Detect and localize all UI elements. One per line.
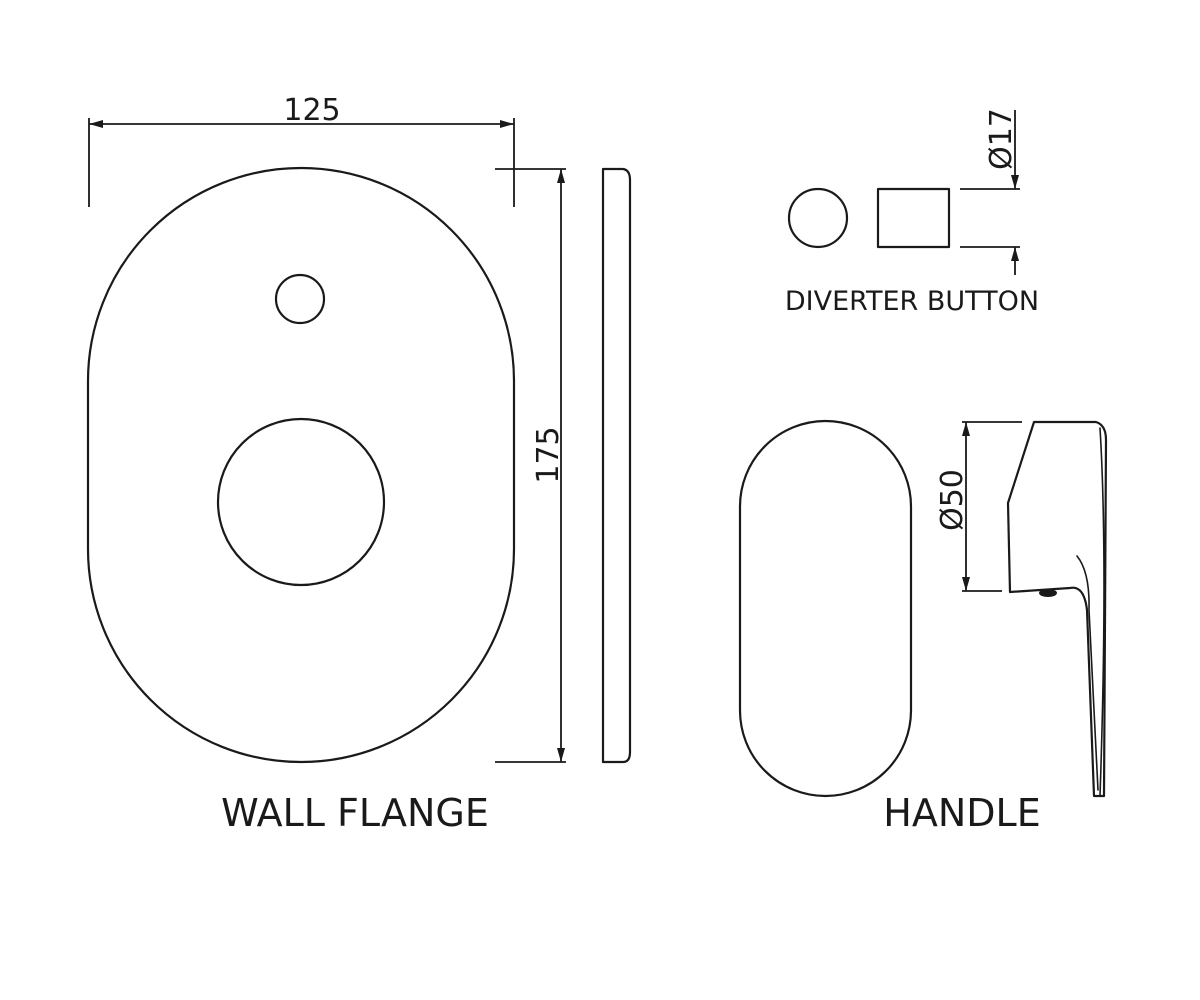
diverter-button-views [787,187,951,249]
button-arrow-top [1011,175,1019,189]
handle-lever-edge [1099,427,1105,797]
handle-hole [216,417,386,587]
handle-diameter-dimension: Ø50 [935,421,1022,592]
button-arrow-bottom [1011,247,1019,261]
wall-flange-label: WALL FLANGE [221,791,489,835]
flange-height-dimension: 175 [495,168,566,763]
handle-lever-inner-curve [1076,555,1099,791]
wall-flange-front-view [86,166,516,764]
diverter-button-front [787,187,849,249]
flange-height-label: 175 [531,426,566,483]
diverter-hole [274,273,326,325]
height-arrow-top [557,169,565,183]
diverter-button-side [876,187,951,249]
handle-pivot [1039,589,1057,597]
diverter-button-label: DIVERTER BUTTON [785,286,1039,317]
flange-width-dimension: 125 [88,93,515,207]
handle-side-view [1006,420,1108,798]
wall-flange-outline [86,166,516,764]
handle-arrow-bottom [962,577,970,591]
handle-front-view [738,419,913,798]
handle-side-outline [1006,420,1108,798]
handle-arrow-top [962,422,970,436]
flange-width-label: 125 [283,93,340,128]
button-diameter-label: Ø17 [984,108,1019,170]
height-arrow-bottom [557,748,565,762]
wall-flange-side-view [601,167,632,764]
button-diameter-dimension: Ø17 [960,108,1020,275]
width-arrow-right [500,120,514,128]
handle-diameter-label: Ø50 [935,469,970,531]
handle-label: HANDLE [883,791,1040,835]
width-arrow-left [89,120,103,128]
